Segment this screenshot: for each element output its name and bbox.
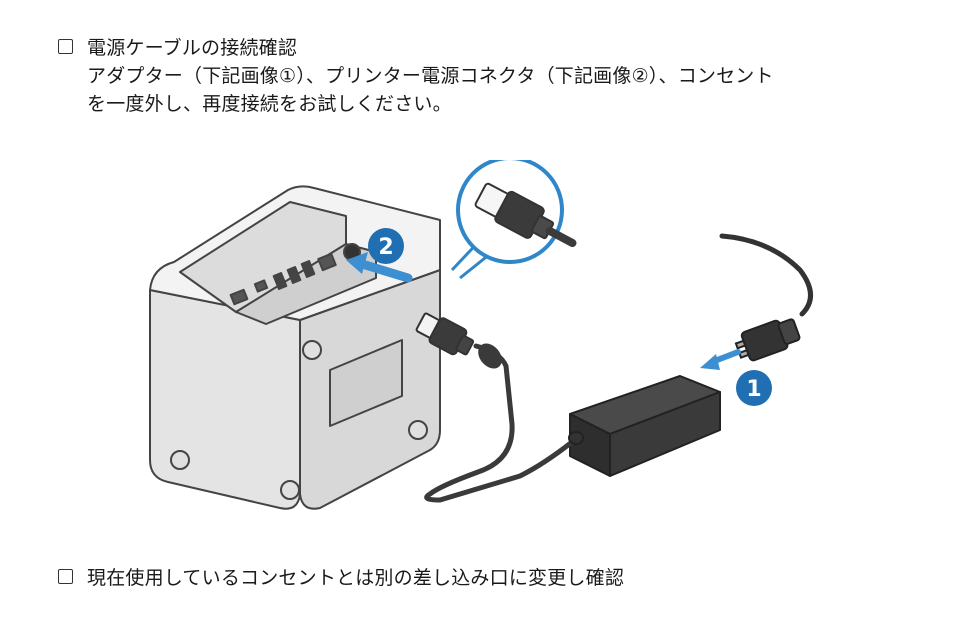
badge-2: 2 [368, 228, 404, 264]
checklist-item-title: 電源ケーブルの接続確認 [87, 37, 298, 59]
plug-icon [415, 312, 523, 503]
connector-zoom-icon [450, 160, 577, 280]
checklist-item-text: 現在使用しているコンセントとは別の差し込み口に変更し確認 [87, 564, 624, 592]
printer-icon [149, 185, 441, 510]
arrow-2-icon [346, 252, 413, 283]
checkbox-outlet[interactable] [58, 569, 73, 584]
checklist-item-outlet: 現在使用しているコンセントとは別の差し込み口に変更し確認 [58, 564, 624, 592]
power-connection-illustration: 2 1 [149, 160, 813, 510]
badge-1: 1 [736, 370, 772, 406]
checklist-item-detail: アダプター（下記画像①）、プリンター電源コネクタ（下記画像②）、コンセント を一… [87, 65, 774, 115]
arrow-1-icon [700, 349, 741, 370]
checklist-item-title: 現在使用しているコンセントとは別の差し込み口に変更し確認 [87, 567, 625, 589]
checkbox-power-cable[interactable] [58, 39, 73, 54]
badge-1-label: 1 [746, 377, 761, 402]
checklist-item-power-cable: 電源ケーブルの接続確認 アダプター（下記画像①）、プリンター電源コネクタ（下記画… [58, 34, 774, 118]
power-adapter-icon [518, 375, 721, 479]
badge-2-label: 2 [378, 235, 393, 260]
ac-cord-icon [719, 233, 813, 362]
checklist-item-text: 電源ケーブルの接続確認 アダプター（下記画像①）、プリンター電源コネクタ（下記画… [87, 34, 774, 118]
